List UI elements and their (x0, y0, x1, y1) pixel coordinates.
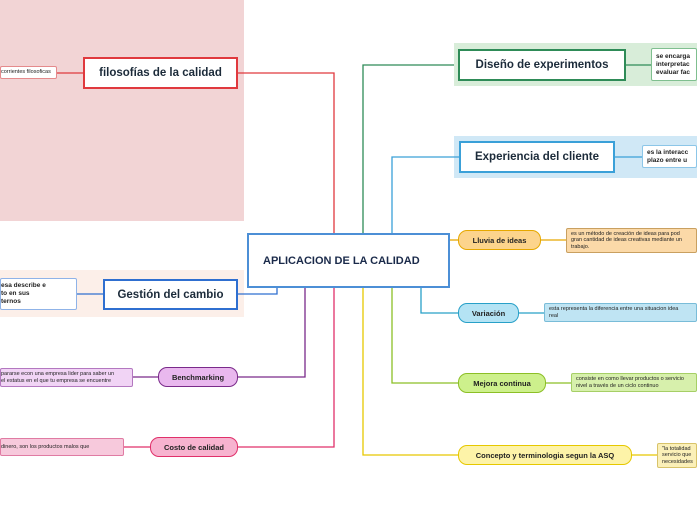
topic-costo-label: Costo de calidad (163, 442, 224, 452)
topic-variacion-label: Variación (471, 308, 506, 318)
note-lluvia[interactable]: es un método de creación de ideas para p… (566, 228, 697, 253)
topic-concepto-label: Concepto y terminologia segun la ASQ (475, 450, 615, 460)
note-lluvia-text: es un método de creación de ideas para p… (571, 230, 682, 250)
link-variacion (420, 287, 458, 314)
note-filosofias[interactable]: corrientes filosoficas (0, 66, 57, 79)
note-gestion-text: esa describe e to en sus ternos (1, 282, 46, 305)
central-title: APLICACION DE LA CALIDAD (263, 254, 420, 267)
link-concepto (362, 287, 458, 456)
note-filosofias-text: corrientes filosoficas (1, 69, 51, 76)
topic-benchmarking-label: Benchmarking (171, 372, 225, 382)
topic-lluvia[interactable]: Lluvia de ideas (458, 230, 541, 250)
link-filosofias (238, 72, 335, 234)
note-diseno-text: se encarga interpretac evaluar fac (656, 52, 690, 76)
note-gestion[interactable]: esa describe e to en sus ternos (0, 278, 77, 310)
link-diseno (362, 64, 454, 234)
topic-filosofias-label: filosofías de la calidad (99, 67, 222, 79)
note-costo-text: dinero, son los productos malos que (1, 443, 90, 450)
topic-lluvia-label: Lluvia de ideas (472, 235, 527, 245)
link-mejora (391, 287, 458, 384)
note-variacion-text: esta representa la diferencia entre una … (549, 306, 679, 319)
link-costo (238, 287, 335, 448)
note-mejora[interactable]: consiste en como llevar productos o serv… (571, 373, 697, 392)
note-experiencia[interactable]: es la interacc plazo entre u (642, 145, 697, 168)
link-gestion (238, 286, 278, 295)
topic-experiencia-label: Experiencia del cliente (474, 151, 599, 163)
note-benchmarking[interactable]: pararse econ una empresa lider para sabe… (0, 368, 133, 387)
topic-filosofias[interactable]: filosofías de la calidad (83, 57, 238, 89)
note-costo[interactable]: dinero, son los productos malos que (0, 438, 124, 456)
topic-costo[interactable]: Costo de calidad (150, 437, 238, 457)
note-diseno[interactable]: se encarga interpretac evaluar fac (651, 48, 697, 81)
note-experiencia-text: es la interacc plazo entre u (647, 148, 689, 164)
topic-benchmarking[interactable]: Benchmarking (158, 367, 238, 387)
topic-mejora-label: Mejora continua (473, 378, 531, 388)
note-benchmarking-text: pararse econ una empresa lider para sabe… (1, 371, 115, 384)
note-mejora-text: consiste en como llevar productos o serv… (576, 376, 684, 389)
topic-diseno[interactable]: Diseño de experimentos (458, 49, 626, 81)
topic-concepto[interactable]: Concepto y terminologia segun la ASQ (458, 445, 632, 465)
link-benchmarking (238, 287, 306, 378)
central-topic[interactable]: APLICACION DE LA CALIDAD (247, 233, 450, 288)
note-concepto[interactable]: "la totalidad servicio que necesidades (657, 443, 697, 468)
filosofias-region (0, 0, 244, 221)
topic-gestion-label: Gestión del cambio (117, 288, 224, 301)
note-variacion[interactable]: esta representa la diferencia entre una … (544, 303, 697, 322)
link-experiencia (391, 156, 459, 234)
topic-diseno-label: Diseño de experimentos (475, 59, 609, 71)
note-concepto-text: "la totalidad servicio que necesidades (662, 445, 693, 465)
topic-experiencia[interactable]: Experiencia del cliente (459, 141, 615, 173)
topic-gestion[interactable]: Gestión del cambio (103, 279, 238, 310)
topic-variacion[interactable]: Variación (458, 303, 519, 323)
topic-mejora[interactable]: Mejora continua (458, 373, 546, 393)
